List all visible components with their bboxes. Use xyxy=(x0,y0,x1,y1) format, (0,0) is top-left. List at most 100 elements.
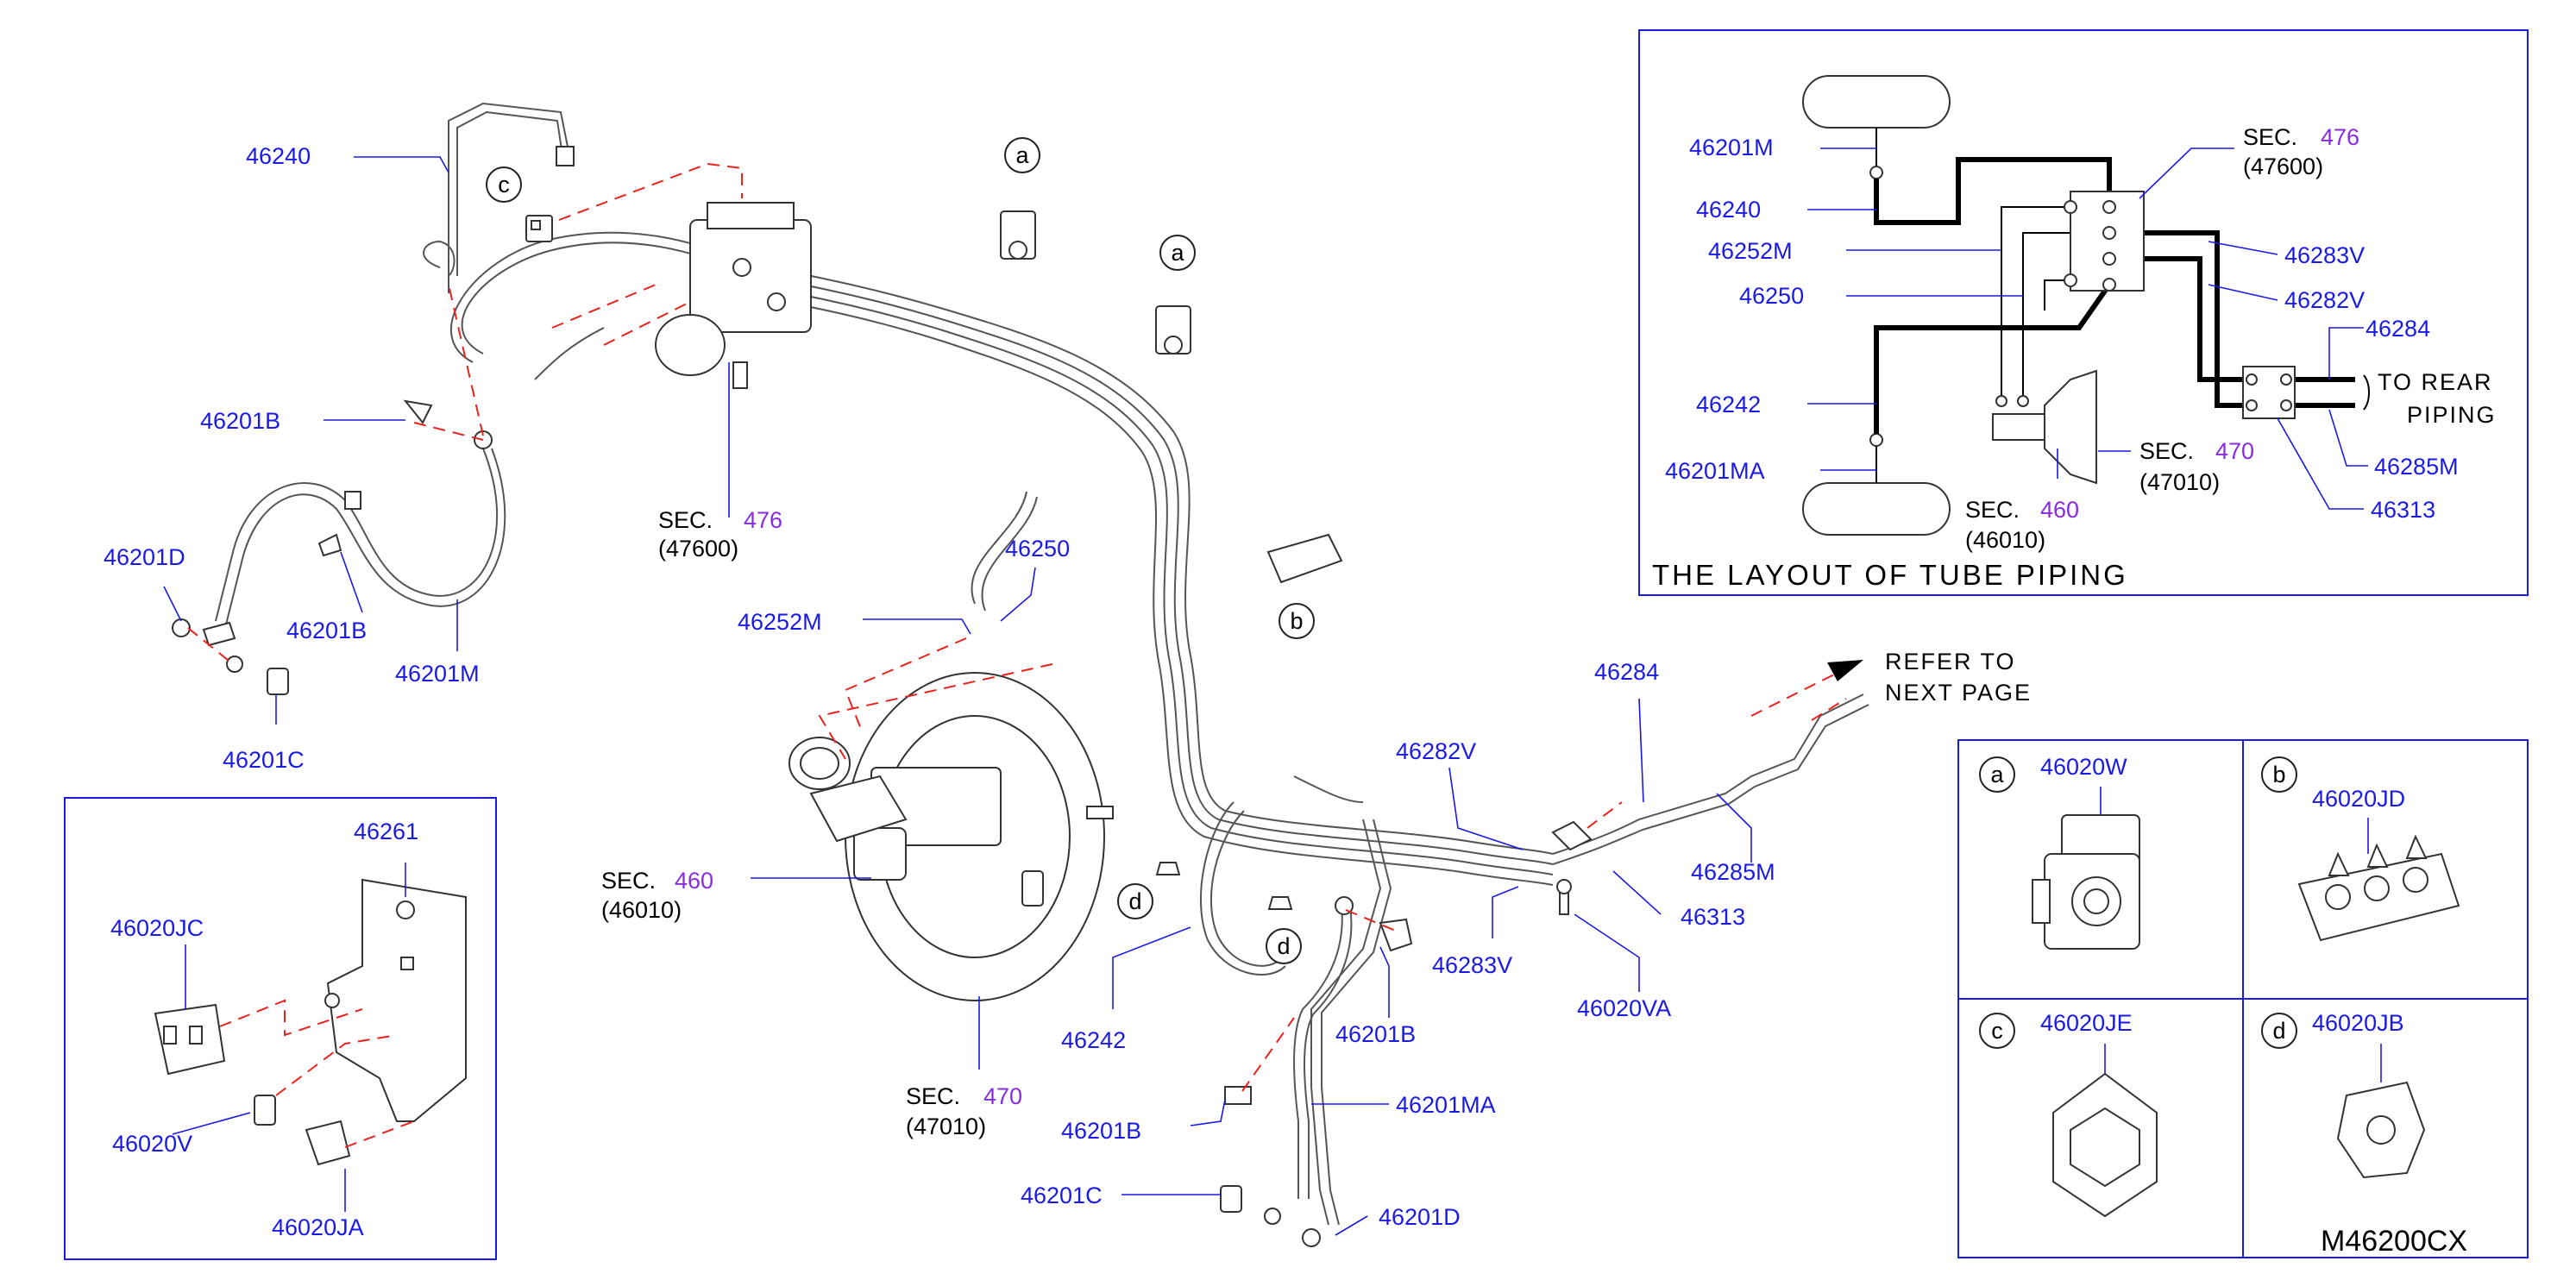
callout-d1-letter: d xyxy=(1128,888,1141,914)
layout-section-ref-476: SEC. 476 (47600) xyxy=(2243,124,2359,179)
clip-cell-a: a 46020W xyxy=(1979,754,2140,950)
label-46283V: 46283V xyxy=(1432,952,1512,978)
layout-sec460-ref: (46010) xyxy=(1965,527,2045,553)
layout-sec470-ref: (47010) xyxy=(2139,469,2220,495)
layout-sec476-ref: (47600) xyxy=(2243,154,2323,179)
label-46240: 46240 xyxy=(246,143,311,169)
layout-label-46282V: 46282V xyxy=(2284,287,2365,313)
label-46201C-low: 46201C xyxy=(1021,1183,1103,1208)
layout-title: THE LAYOUT OF TUBE PIPING xyxy=(1652,559,2128,591)
layout-label-46201M: 46201M xyxy=(1689,135,1774,160)
clip-a-main-1 xyxy=(1000,210,1036,260)
callout-d2-letter: d xyxy=(1277,933,1290,959)
callout-c-letter: c xyxy=(498,172,510,198)
clip-46020JB-icon xyxy=(2336,1081,2426,1179)
layout-sec470-number: 470 xyxy=(2215,438,2254,464)
label-46201B-low: 46201B xyxy=(1061,1118,1141,1144)
clip-d-main-2 xyxy=(1267,896,1293,910)
next-page-arrow xyxy=(1750,660,1863,717)
sec460-word: SEC. xyxy=(601,868,656,894)
label-46252M: 46252M xyxy=(738,609,822,635)
sec476-number: 476 xyxy=(744,507,782,533)
layout-label-46285M: 46285M xyxy=(2374,454,2459,480)
label-46020V: 46020V xyxy=(112,1131,192,1157)
layout-section-ref-470: SEC. 470 (47010) xyxy=(2139,438,2254,495)
label-46250: 46250 xyxy=(1005,536,1070,562)
layout-sec476-word: SEC. xyxy=(2243,124,2297,150)
clip-46020JE-icon xyxy=(2052,1072,2158,1218)
label-46020VA: 46020VA xyxy=(1577,995,1671,1021)
label-46284: 46284 xyxy=(1594,659,1659,685)
hydraulic-unit xyxy=(655,202,812,389)
clip-46020JD-icon xyxy=(2297,834,2460,942)
to-rear-line-2: PIPING xyxy=(2407,402,2497,428)
callout-a2-letter: a xyxy=(1171,240,1184,266)
clip-cell-c-letter: c xyxy=(1991,1018,2003,1044)
front-wheel-icon xyxy=(1802,75,1951,129)
refer-line-1: REFER TO xyxy=(1885,649,2016,675)
master-cylinder-block xyxy=(1992,413,2045,441)
bracket-detail-box: 46261 46020JC 46020V 46020JA xyxy=(64,797,497,1260)
clip-cell-b-letter: b xyxy=(2272,762,2285,787)
clip-46020W-icon xyxy=(2032,814,2140,950)
callout-a1-letter: a xyxy=(1015,142,1029,168)
clip-cell-c-part: 46020JE xyxy=(2040,1010,2133,1036)
clip-cell-d-part: 46020JB xyxy=(2312,1010,2404,1036)
layout-sec460-word: SEC. xyxy=(1965,497,2020,523)
layout-sec470-word: SEC. xyxy=(2139,438,2194,464)
callout-d2-circle: d xyxy=(1266,928,1302,964)
brake-tube-bundle xyxy=(449,231,1869,1226)
layout-label-46252M: 46252M xyxy=(1708,238,1793,264)
clip-cell-d: d 46020JB xyxy=(2261,1010,2426,1179)
hose-46201MA xyxy=(1220,896,1413,1247)
hose-46201M xyxy=(172,399,506,695)
layout-label-46201MA: 46201MA xyxy=(1665,458,1765,484)
sec470-word: SEC. xyxy=(906,1083,960,1109)
layout-label-46284: 46284 xyxy=(2366,316,2430,342)
layout-label-46313: 46313 xyxy=(2371,497,2435,523)
label-46242: 46242 xyxy=(1061,1027,1126,1053)
label-46201D-low: 46201D xyxy=(1379,1204,1461,1230)
label-46313: 46313 xyxy=(1681,904,1745,930)
sec460-number: 460 xyxy=(675,868,713,894)
layout-label-46283V: 46283V xyxy=(2284,242,2365,268)
rear-wheel-icon xyxy=(1802,482,1951,536)
layout-label-46240: 46240 xyxy=(1696,197,1761,223)
label-46201MA: 46201MA xyxy=(1396,1092,1496,1118)
label-46201M: 46201M xyxy=(395,661,480,687)
label-46201C-left: 46201C xyxy=(223,747,305,773)
clip-a-main-2 xyxy=(1155,305,1191,355)
sec476-word: SEC. xyxy=(658,507,713,533)
connector-46313 xyxy=(1551,820,1593,915)
label-46201B-mid: 46201B xyxy=(286,618,367,643)
label-46201D-left: 46201D xyxy=(104,544,185,570)
label-46201B-right: 46201B xyxy=(1335,1021,1416,1047)
sec476-ref: (47600) xyxy=(658,536,738,562)
callout-b-letter: b xyxy=(1290,608,1303,634)
sec460-ref: (46010) xyxy=(601,897,682,923)
clip-c-main xyxy=(525,215,553,242)
clip-cell-c: c 46020JE xyxy=(1979,1010,2158,1218)
label-46282V: 46282V xyxy=(1396,738,1476,764)
dashed-guides xyxy=(187,162,1847,1092)
layout-label-46242: 46242 xyxy=(1696,392,1761,417)
clip-cell-d-letter: d xyxy=(2272,1018,2285,1044)
brake-booster xyxy=(789,672,1114,1001)
layout-sec476-number: 476 xyxy=(2321,124,2359,150)
callout-c-circle: c xyxy=(486,166,522,203)
layout-section-ref-460: SEC. 460 (46010) xyxy=(1965,497,2079,553)
callout-b-circle: b xyxy=(1279,603,1315,639)
label-46201B-top: 46201B xyxy=(200,408,280,434)
clip-cell-a-letter: a xyxy=(1990,762,2004,787)
section-ref-460: SEC. 460 (46010) xyxy=(601,868,713,923)
clip-table: a 46020W b 46020JD xyxy=(1957,739,2529,1258)
clip-cell-b: b 46020JD xyxy=(2261,756,2460,942)
clip-b-main xyxy=(1266,533,1343,584)
label-46261: 46261 xyxy=(354,819,418,844)
callout-d1-circle: d xyxy=(1117,883,1153,919)
refer-next-page: REFER TO NEXT PAGE xyxy=(1885,649,2030,706)
clip-cell-a-part: 46020W xyxy=(2040,754,2127,780)
layout-to-rear-piping: TO REAR PIPING xyxy=(2378,369,2497,428)
label-46020JC: 46020JC xyxy=(110,915,204,941)
